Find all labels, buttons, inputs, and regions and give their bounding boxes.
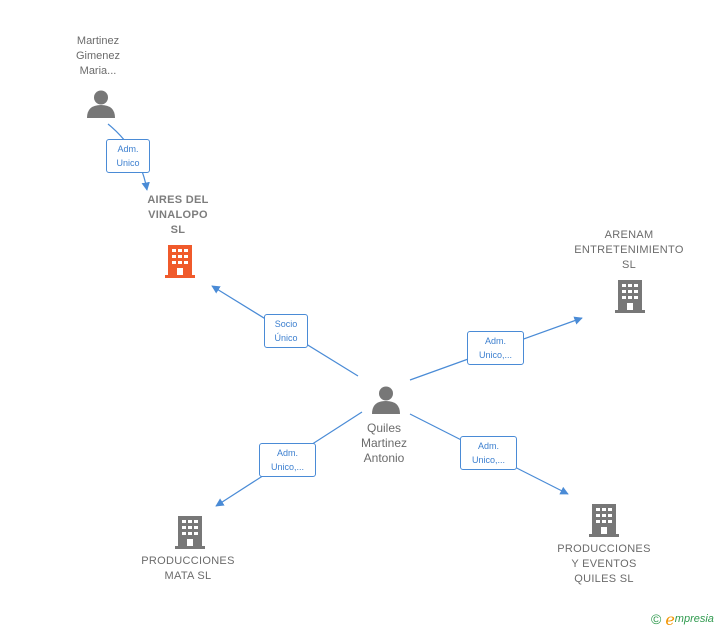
person-icon[interactable] <box>86 89 116 119</box>
node-label-eventos[interactable]: PRODUCCIONES Y EVENTOS QUILES SL <box>557 543 651 585</box>
brand-initial: e <box>665 609 675 629</box>
node-label-aires[interactable]: AIRES DEL VINALOPO SL <box>147 194 209 236</box>
building-icon[interactable] <box>174 515 206 549</box>
node-label-martinez[interactable]: Martinez Gimenez Maria... <box>75 35 121 77</box>
building-icon[interactable] <box>614 279 646 313</box>
person-icon[interactable] <box>371 385 401 415</box>
copyright-icon: © <box>651 611 662 627</box>
edge-label-quiles-aires[interactable]: Socio Único <box>264 314 308 348</box>
building-icon[interactable] <box>588 503 620 537</box>
node-label-mata[interactable]: PRODUCCIONES MATA SL <box>141 555 235 582</box>
node-label-arenam[interactable]: ARENAM ENTRETENIMIENTO SL <box>574 229 684 271</box>
building-icon[interactable] <box>164 244 196 278</box>
empresia-logo: © e mpresia <box>651 609 714 629</box>
edge-label-quiles-mata[interactable]: Adm. Unico,... <box>259 443 316 477</box>
edge-label-quiles-eventos[interactable]: Adm. Unico,... <box>460 436 517 470</box>
edge-label-martinez-aires[interactable]: Adm. Unico <box>106 139 150 173</box>
node-label-quiles[interactable]: Quiles Martinez Antonio <box>360 421 407 465</box>
brand-name: mpresia <box>674 613 714 625</box>
edge-label-quiles-arenam[interactable]: Adm. Unico,... <box>467 331 524 365</box>
